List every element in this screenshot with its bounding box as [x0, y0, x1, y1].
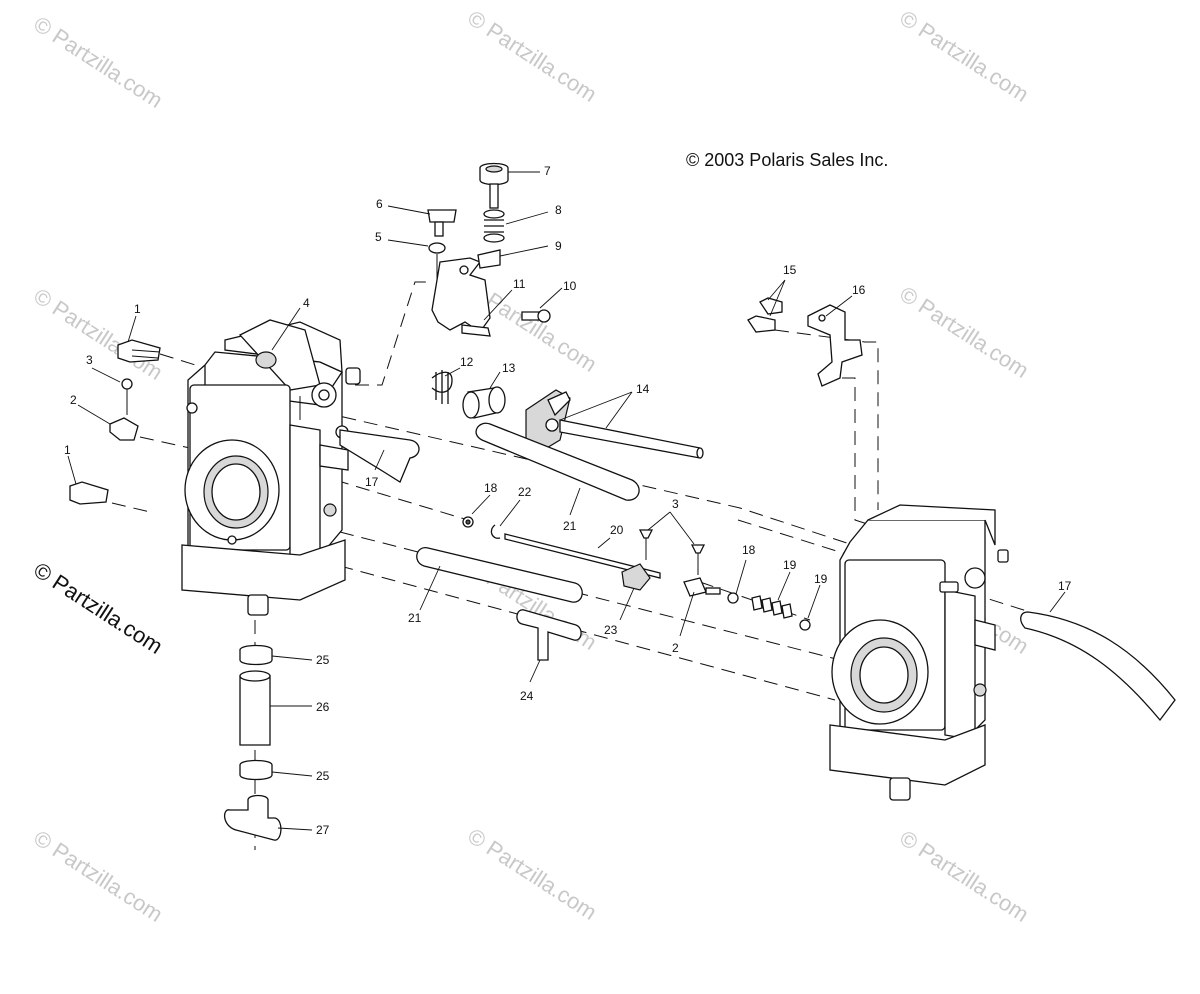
part-label-2: 2 [672, 641, 679, 655]
leader-lines [67, 171, 1066, 831]
shaft-icon [559, 419, 701, 459]
watermark: © Partzilla.com [895, 5, 1033, 107]
part-label-19: 19 [814, 572, 828, 586]
spring-and-collar-group [431, 370, 506, 419]
part-label-1: 1 [64, 443, 71, 457]
nut-icon [255, 351, 277, 369]
screw-icon [537, 309, 551, 323]
part-label-14: 14 [636, 382, 650, 396]
watermark: © Partzilla.com [29, 283, 167, 385]
hose-icon [1020, 611, 1176, 722]
part-label-27: 27 [316, 823, 330, 837]
part-label-23: 23 [604, 623, 618, 637]
screw-icon [461, 324, 491, 337]
part-label-19: 19 [783, 558, 797, 572]
part-label-3: 3 [86, 353, 93, 367]
part-label-18: 18 [484, 481, 498, 495]
part-label-16: 16 [852, 283, 866, 297]
watermark: © Partzilla.com [895, 825, 1033, 927]
screw-icon [747, 315, 776, 333]
part-label-15: 15 [783, 263, 797, 277]
part-label-4: 4 [303, 296, 310, 310]
left-carburetor [181, 319, 361, 616]
part-label-21: 21 [408, 611, 422, 625]
linkage-group [462, 516, 811, 631]
bracket-icon [109, 417, 139, 441]
part-label-20: 20 [610, 523, 624, 537]
watermark: © Partzilla.com [895, 281, 1033, 383]
watermark: © Partzilla.com [463, 823, 601, 925]
part-label-8: 8 [555, 203, 562, 217]
throttle-lever-group [525, 389, 704, 459]
part-label-6: 6 [376, 197, 383, 211]
part-label-25: 25 [316, 769, 330, 783]
screw-icon [121, 378, 133, 390]
part-label-25: 25 [316, 653, 330, 667]
torsion-spring-icon [431, 370, 453, 404]
copyright-notice: © 2003 Polaris Sales Inc. [686, 150, 888, 170]
watermark: © Partzilla.com [29, 825, 167, 927]
spring-icon [751, 595, 793, 619]
part-label-24: 24 [520, 689, 534, 703]
side-watermark: © Partzilla.com [29, 557, 167, 659]
part-label-9: 9 [555, 239, 562, 253]
clamp-icon [239, 644, 273, 666]
screw-icon [427, 209, 457, 223]
bracket-icon [683, 577, 707, 597]
part-label-1: 1 [134, 302, 141, 316]
tube-icon [475, 422, 640, 501]
part-label-11: 11 [513, 277, 526, 291]
part-label-3: 3 [672, 497, 679, 511]
fuel-hose-icon [239, 675, 271, 746]
part-label-10: 10 [563, 279, 577, 293]
bracket-right-group [747, 297, 863, 387]
rod-icon [504, 533, 661, 579]
fuel-line-group [224, 644, 282, 841]
throttle-bracket-group [427, 162, 551, 337]
pipes-group [339, 422, 1176, 722]
part-label-17: 17 [1058, 579, 1072, 593]
part-label-22: 22 [518, 485, 532, 499]
watermark-layer: © Partzilla.com © Partzilla.com © Partzi… [29, 5, 1033, 927]
bracket-icon [807, 304, 863, 387]
bolt-icon [69, 481, 109, 505]
right-carburetor [829, 504, 1009, 801]
watermark: © Partzilla.com [29, 11, 167, 113]
clip-icon [490, 524, 501, 539]
tee-fitting-icon [516, 609, 582, 661]
watermark: © Partzilla.com [463, 5, 601, 107]
part-label-2: 2 [70, 393, 77, 407]
part-label-18: 18 [742, 543, 756, 557]
part-label-7: 7 [544, 164, 551, 178]
screw-icon [690, 544, 706, 554]
left-mount-group [69, 339, 161, 505]
part-label-12: 12 [460, 355, 474, 369]
part-label-26: 26 [316, 700, 330, 714]
tee-fitting-icon [224, 794, 282, 841]
hose-icon [339, 429, 420, 483]
bolt-icon [117, 339, 161, 363]
part-label-21: 21 [563, 519, 577, 533]
part-number-labels: 1 1 2 2 3 3 4 5 6 7 8 9 10 11 12 13 14 1… [64, 164, 1072, 837]
screw-icon [638, 529, 654, 539]
part-label-17: 17 [365, 475, 379, 489]
link-block-icon [621, 563, 651, 591]
tube-icon [416, 547, 583, 603]
part-label-5: 5 [375, 230, 382, 244]
clamp-icon [239, 759, 273, 781]
screw-icon [759, 297, 783, 315]
part-label-13: 13 [502, 361, 516, 375]
